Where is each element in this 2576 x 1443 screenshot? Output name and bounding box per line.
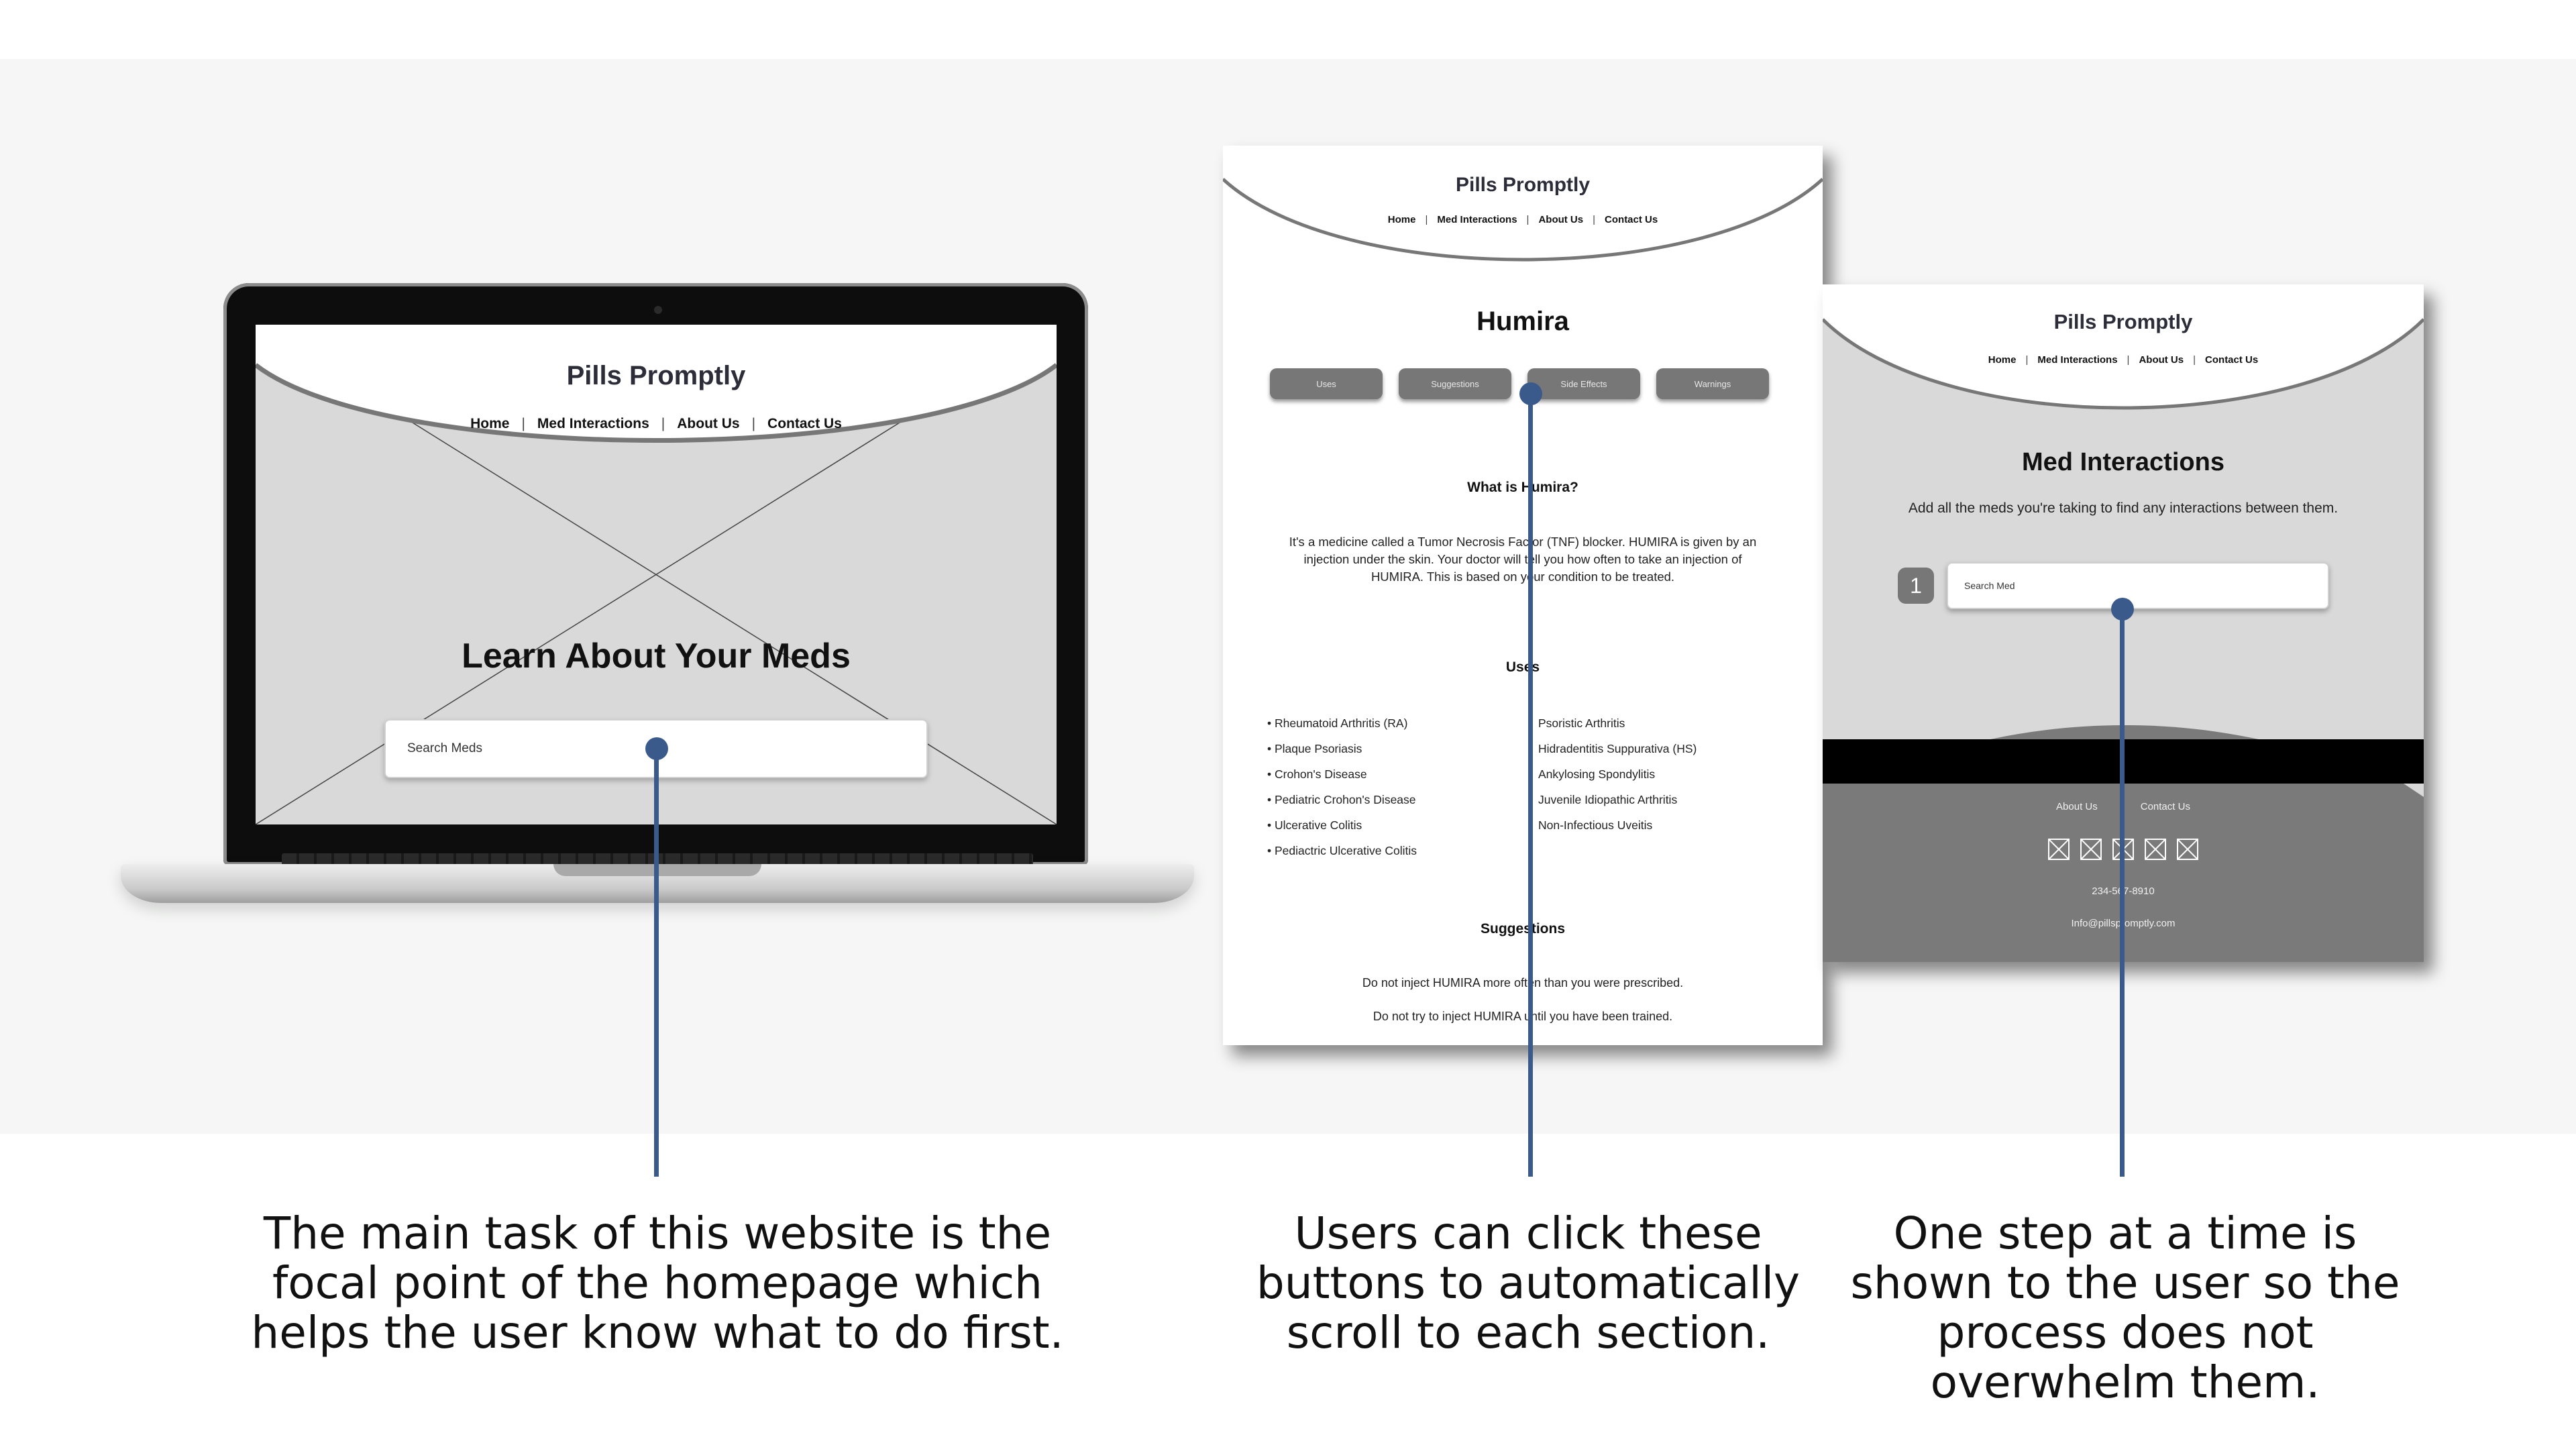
footer-top-curve [2404,784,2424,797]
suggestions-heading: Suggestions [1480,921,1565,937]
nav-home[interactable]: Home [1387,214,1416,225]
uses-list-right: Psoristic Arthritis Hidradentitis Suppur… [1538,710,1697,838]
laptop-camera [654,306,662,314]
suggestion-text: Do not inject HUMIRA more often than you… [1362,976,1684,990]
header-curve [1223,146,1823,262]
nav-about-us[interactable]: About Us [2139,354,2184,366]
annotation-line-right [2120,609,2125,1177]
social-placeholder-icon[interactable] [2048,839,2070,860]
list-item: Crohon's Disease [1267,761,1417,787]
list-item: Ulcerative Colitis [1267,812,1417,838]
nav-about-us[interactable]: About Us [677,416,740,431]
list-item: Pediatric Crohon's Disease [1267,787,1417,812]
list-item: Non-Infectious Uveitis [1538,818,1653,832]
nav-separator: | [661,416,665,431]
nav-med-interactions[interactable]: Med Interactions [1437,214,1517,225]
nav-contact-us[interactable]: Contact Us [2205,354,2259,366]
side-effects-button[interactable]: Side Effects [1527,368,1640,399]
step-number-badge: 1 [1898,568,1934,604]
annotation-dot-right [2111,598,2134,621]
caption-right: One step at a time is shown to the user … [1850,1208,2400,1408]
search-med-input[interactable]: Search Med [1947,562,2329,609]
social-placeholder-icon[interactable] [2177,839,2198,860]
suggestions-button[interactable]: Suggestions [1399,368,1511,399]
homepage-screen: Pills Promptly Home | Med Interactions |… [256,325,1057,824]
nav-separator: | [521,416,525,431]
brand-title: Pills Promptly [566,361,746,390]
page-subtitle: Add all the meds you're taking to find a… [1908,500,2339,516]
header-curve [1823,284,2424,410]
nav-med-interactions[interactable]: Med Interactions [2037,354,2118,366]
footer-contact-us-link[interactable]: Contact Us [2140,801,2190,812]
list-item: Ankylosing Spondylitis [1538,767,1656,781]
main-nav: Home | Med Interactions | About Us | Con… [256,416,1057,432]
list-item: Rheumatoid Arthritis (RA) [1267,710,1417,736]
suggestion-text: Do not try to inject HUMIRA until you ha… [1373,1010,1673,1023]
nav-separator: | [2193,354,2196,366]
header-curve [256,325,1057,443]
list-item: Pediactric Ulcerative Colitis [1267,838,1417,863]
annotation-dot-left [645,737,668,760]
nav-about-us[interactable]: About Us [1538,214,1584,225]
page-title: Med Interactions [2022,448,2224,476]
list-item: Plaque Psoriasis [1267,736,1417,761]
annotation-line-left [654,749,659,1177]
brand-title: Pills Promptly [2053,310,2193,333]
nav-separator: | [751,416,756,431]
what-is-heading: What is Humira? [1467,480,1578,495]
nav-separator: | [1425,214,1428,225]
what-is-text: It's a medicine called a Tumor Necrosis … [1289,535,1757,584]
nav-separator: | [2127,354,2130,366]
list-item: Psoristic Arthritis [1538,716,1625,730]
nav-separator: | [1593,214,1596,225]
list-item: Juvenile Idiopathic Arthritis [1538,793,1678,806]
uses-button[interactable]: Uses [1270,368,1383,399]
footer-about-us-link[interactable]: About Us [2056,801,2098,812]
warnings-button[interactable]: Warnings [1656,368,1769,399]
nav-med-interactions[interactable]: Med Interactions [537,416,649,431]
nav-contact-us[interactable]: Contact Us [767,416,842,431]
nav-separator: | [2025,354,2029,366]
humira-page: Pills Promptly Home | Med Interactions |… [1223,146,1823,1045]
annotation-dot-middle [1519,382,1542,405]
footer-curve [1990,725,2259,739]
page-title: Humira [1477,307,1569,336]
list-item: Hidradentitis Suppurativa (HS) [1538,742,1697,755]
nav-contact-us[interactable]: Contact Us [1605,214,1658,225]
caption-left: The main task of this website is the foc… [251,1208,1064,1358]
uses-heading: Uses [1505,659,1540,675]
nav-separator: | [1526,214,1529,225]
footer-nav: About Us Contact Us [1823,801,2424,812]
main-nav: Home | Med Interactions | About Us | Con… [1223,214,1823,225]
nav-home[interactable]: Home [1988,354,2017,366]
annotation-line-middle [1528,394,1533,1177]
brand-title: Pills Promptly [1455,174,1591,196]
hero-heading: Learn About Your Meds [462,637,851,676]
social-icons [1823,839,2424,860]
social-placeholder-icon[interactable] [2080,839,2102,860]
social-placeholder-icon[interactable] [2145,839,2166,860]
uses-list-left: Rheumatoid Arthritis (RA) Plaque Psorias… [1267,710,1417,863]
nav-home[interactable]: Home [470,416,510,431]
main-nav: Home | Med Interactions | About Us | Con… [1823,354,2424,366]
caption-middle: Users can click these buttons to automat… [1256,1208,1801,1358]
